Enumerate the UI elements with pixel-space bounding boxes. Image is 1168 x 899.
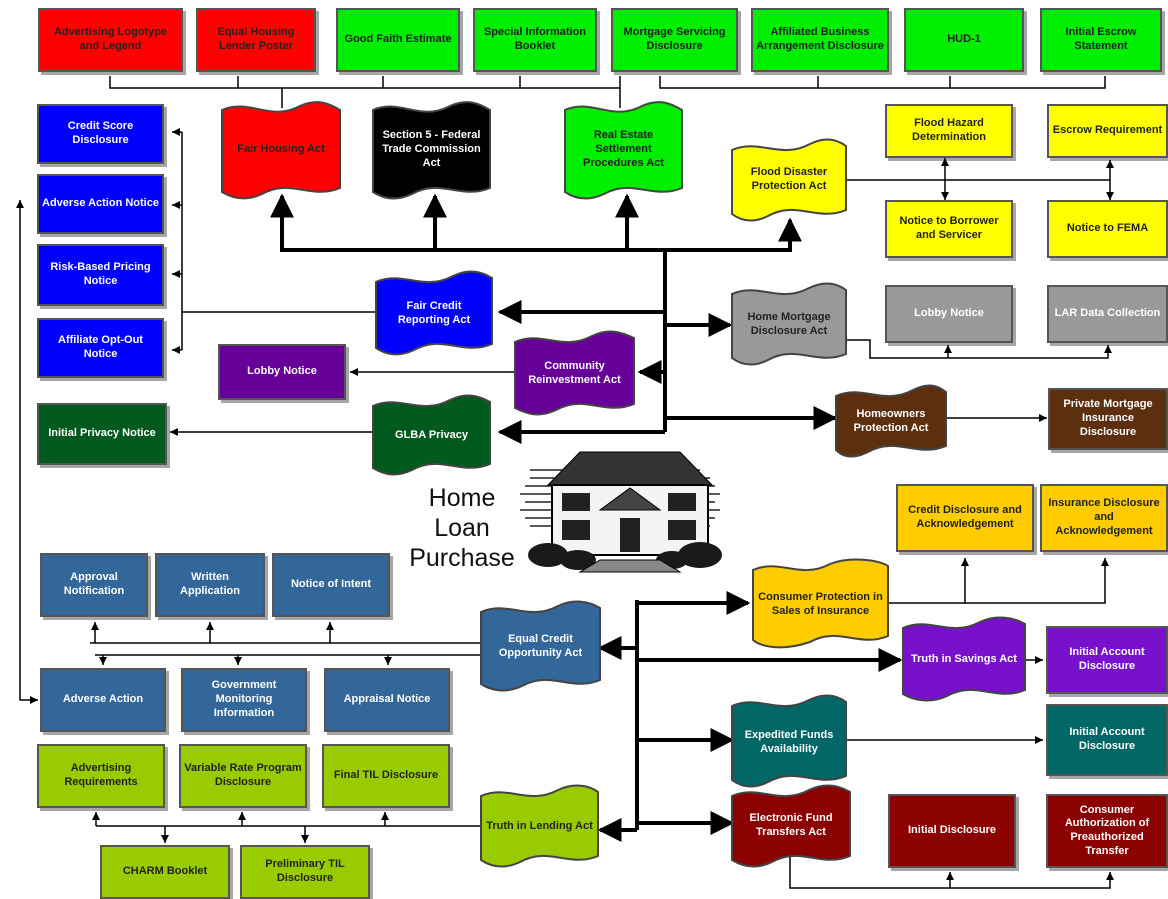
hmda-lobby-notice-box: Lobby Notice: [885, 285, 1013, 343]
equal-housing-poster-box: Equal Housing Lender Poster: [196, 8, 316, 72]
gov-monitoring-box: Government Monitoring Information: [181, 668, 307, 732]
section5-ftc-act: Section 5 - Federal Trade Commission Act: [382, 129, 481, 169]
efa-initial-account-box: Initial Account Disclosure: [1046, 704, 1168, 776]
center-title-line3: Purchase: [409, 544, 515, 572]
section5-ftc-shape: [372, 101, 491, 200]
notice-fema-box: Notice to FEMA: [1047, 200, 1168, 258]
eft-act: Electronic Fund Transfers Act: [749, 812, 833, 838]
initial-privacy-box: Initial Privacy Notice: [37, 403, 167, 465]
preliminary-til-box: Preliminary TIL Disclosure: [240, 845, 370, 899]
eft-act-shape: [731, 784, 851, 868]
center-title: Home Loan Purchase: [392, 483, 532, 573]
homeowners-protection-shape: [835, 384, 947, 458]
fair-housing-act-shape: [221, 101, 341, 200]
flood-hazard-box: Flood Hazard Determination: [885, 104, 1013, 158]
tila-shape: [480, 784, 599, 868]
consumer-protection-insurance-shape: [752, 558, 889, 649]
escrow-requirement-box: Escrow Requirement: [1047, 104, 1168, 158]
advertising-logotype-box: Advertising Logotype and Legend: [38, 8, 183, 72]
expedited-funds-act: Expedited Funds Availability: [744, 729, 834, 755]
consumer-protection-insurance-act: Consumer Protection in Sales of Insuranc…: [758, 591, 883, 617]
truth-in-savings-act: Truth in Savings Act: [911, 653, 1017, 666]
eft-initial-disclosure-box: Initial Disclosure: [888, 794, 1016, 868]
insurance-disclosure-ack-box: Insurance Disclosure and Acknowledgement: [1040, 484, 1168, 552]
initial-escrow-box: Initial Escrow Statement: [1040, 8, 1162, 72]
fcra-act: Fair Credit Reporting Act: [397, 300, 471, 326]
flood-disaster-act: Flood Disaster Protection Act: [750, 166, 828, 192]
glba-shape: [372, 394, 491, 476]
flood-disaster-shape: [731, 138, 847, 222]
mortgage-servicing-box: Mortgage Servicing Disclosure: [611, 8, 738, 72]
charm-booklet-box: CHARM Booklet: [100, 845, 230, 899]
advertising-requirements-box: Advertising Requirements: [37, 744, 165, 808]
risk-based-pricing-box: Risk-Based Pricing Notice: [37, 244, 164, 306]
truth-in-savings-shape: [902, 616, 1026, 702]
approval-notification-box: Approval Notification: [40, 553, 148, 617]
house-illustration: [520, 451, 722, 573]
written-application-box: Written Application: [155, 553, 265, 617]
pmi-disclosure-box: Private Mortgage Insurance Disclosure: [1048, 388, 1168, 450]
fcra-shape: [375, 270, 493, 356]
credit-disclosure-ack-box: Credit Disclosure and Acknowledgement: [896, 484, 1034, 552]
lar-data-box: LAR Data Collection: [1047, 285, 1168, 343]
appraisal-notice-box: Appraisal Notice: [324, 668, 450, 732]
notice-borrower-box: Notice to Borrower and Servicer: [885, 200, 1013, 258]
homeowners-protection-act: Homeowners Protection Act: [853, 408, 929, 434]
tila-act: Truth in Lending Act: [486, 820, 593, 833]
cra-act: Community Reinvestment Act: [528, 360, 621, 386]
special-info-booklet-box: Special Information Booklet: [473, 8, 597, 72]
adverse-action-notice-box: Adverse Action Notice: [37, 174, 164, 234]
fair-housing-act: Fair Housing Act: [237, 143, 325, 156]
affiliate-optout-box: Affiliate Opt-Out Notice: [37, 318, 164, 378]
hmda-act: Home Mortgage Disclosure Act: [747, 311, 831, 337]
hud1-box: HUD-1: [904, 8, 1024, 72]
cra-lobby-notice-box: Lobby Notice: [218, 344, 346, 400]
adverse-action-box: Adverse Action: [40, 668, 166, 732]
tisa-initial-account-box: Initial Account Disclosure: [1046, 626, 1168, 694]
consumer-authorization-box: Consumer Authorization of Preauthorized …: [1046, 794, 1168, 868]
respa-shape: [564, 101, 683, 200]
good-faith-estimate-box: Good Faith Estimate: [336, 8, 460, 72]
respa-act: Real Estate Settlement Procedures Act: [583, 129, 664, 169]
glba-act: GLBA Privacy: [395, 429, 468, 442]
center-title-line1: Home: [428, 484, 496, 512]
affiliated-business-box: Affiliated Business Arrangement Disclosu…: [751, 8, 889, 72]
ecoa-shape: [480, 600, 601, 692]
center-title-line2: Loan: [434, 514, 490, 542]
final-til-box: Final TIL Disclosure: [322, 744, 450, 808]
ecoa-act: Equal Credit Opportunity Act: [498, 633, 583, 659]
variable-rate-box: Variable Rate Program Disclosure: [179, 744, 307, 808]
expedited-funds-shape: [731, 694, 847, 788]
hmda-shape: [731, 282, 847, 366]
cra-shape: [514, 330, 635, 416]
credit-score-box: Credit Score Disclosure: [37, 104, 164, 164]
notice-of-intent-box: Notice of Intent: [272, 553, 390, 617]
